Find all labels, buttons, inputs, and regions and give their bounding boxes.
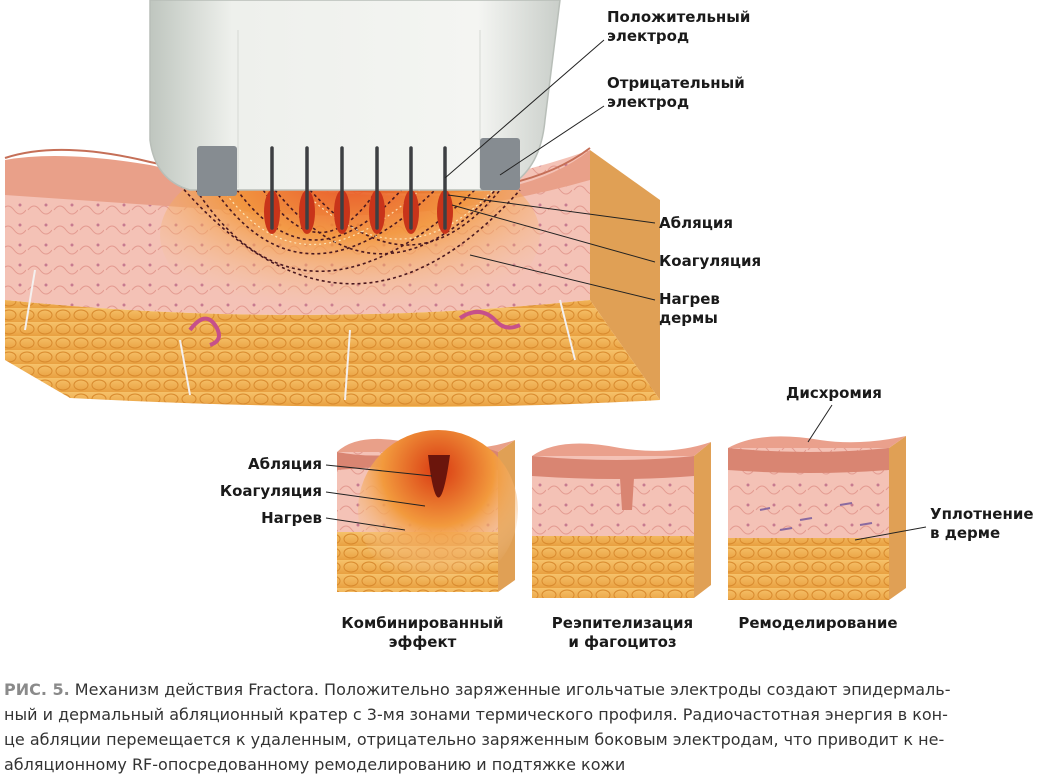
figure-number: РИС. 5. (4, 680, 70, 699)
caption-text: Механизм действия Fractora. Положительно… (4, 680, 951, 774)
leader-lines-stage1 (325, 464, 433, 531)
blood-vessel (458, 310, 521, 330)
label-stage-combined: Комбинированный эффект (341, 614, 504, 651)
stage1-block (325, 430, 518, 592)
label-ablation: Абляция (659, 214, 733, 232)
label-ablation-small: Абляция (248, 455, 322, 473)
label-heating-small: Нагрев (261, 509, 322, 527)
stage2-block (532, 442, 711, 598)
block-side (590, 150, 660, 400)
label-dyschromia: Дисхромия (786, 384, 882, 402)
diagram: Положительный электрод Отрицательный эле… (4, 0, 1034, 651)
label-stage-remodeling: Ремоделирование (738, 614, 898, 632)
label-negative-electrode: Отрицательный электрод (607, 74, 745, 111)
handpiece (149, 0, 561, 230)
label-coagulation-small: Коагуляция (219, 482, 322, 500)
label-coagulation: Коагуляция (659, 252, 762, 270)
diagram-svg (4, 0, 927, 600)
healing-crater (620, 478, 634, 510)
label-stage-reepithelization: Реэпителизация и фагоцитоз (551, 614, 694, 651)
blood-vessel (188, 316, 221, 347)
negative-electrode-left (197, 146, 237, 196)
ablation-crater (428, 455, 450, 498)
hair-follicles (24, 269, 576, 401)
negative-electrode-right (480, 138, 520, 190)
label-dermal-heating: Нагрев дермы (659, 290, 720, 327)
leader-lines-main (444, 39, 656, 301)
compaction-fibers (759, 502, 873, 531)
fat-layer (5, 300, 660, 408)
stage3-block (728, 404, 927, 600)
label-dermal-compaction: Уплотнение в дерме (930, 505, 1034, 542)
leader-lines-stage3 (807, 404, 927, 541)
figure-caption: РИС. 5. Механизм действия Fractora. Поло… (4, 677, 1034, 777)
positive-electrode-needles (270, 146, 447, 230)
label-positive-electrode: Положительный электрод (607, 8, 751, 45)
rf-arcs (179, 174, 521, 285)
